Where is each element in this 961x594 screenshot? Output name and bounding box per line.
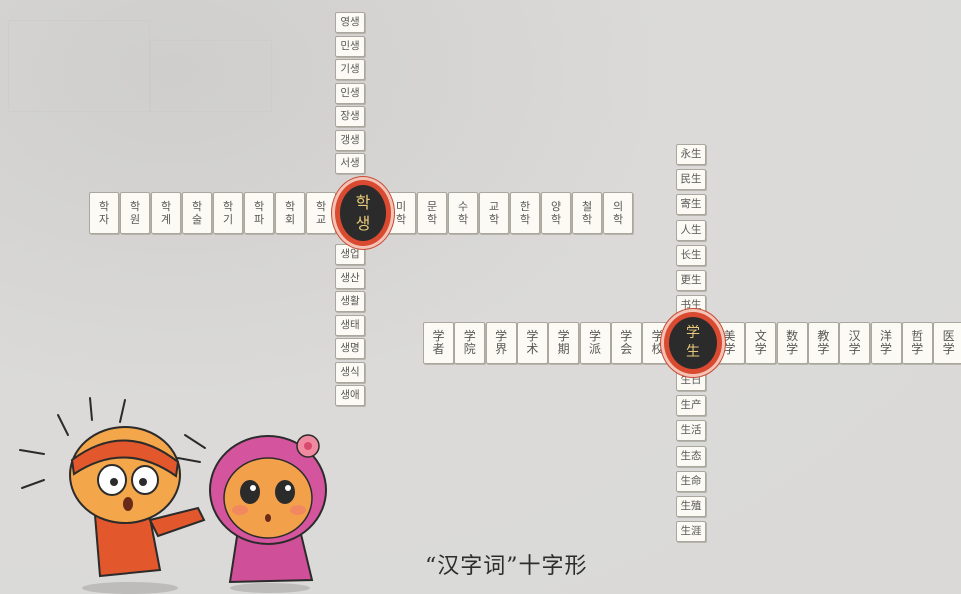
cross-tile-top: 장생	[335, 106, 365, 127]
chinese-center-tile: 学 生	[664, 312, 722, 374]
cross-tile-right: 文 学	[745, 322, 777, 364]
cross-tile-right: 철 학	[572, 192, 602, 234]
cross-tile-right: 洋 学	[870, 322, 902, 364]
cross-tile-right: 数 学	[776, 322, 808, 364]
cross-tile-right: 수 학	[448, 192, 478, 234]
cross-tile-left: 学 术	[516, 322, 548, 364]
cross-tile-bottom: 生殖	[676, 496, 706, 517]
cross-tile-left: 학 술	[182, 192, 212, 234]
cross-tile-right: 哲 学	[901, 322, 933, 364]
cross-tile-bottom: 생애	[335, 385, 365, 406]
cross-tile-top: 书生	[676, 295, 706, 317]
cross-tile-bottom: 생업	[335, 244, 365, 265]
cross-tile-top: 영생	[335, 12, 365, 33]
korean-center-tile: 학 생	[335, 180, 391, 246]
cross-tile-right: 교 학	[479, 192, 509, 234]
cross-tile-left: 학 파	[244, 192, 274, 234]
cross-tile-top: 寄生	[676, 194, 706, 216]
cross-tile-top: 민생	[335, 35, 365, 57]
cross-tile-left: 学 会	[610, 322, 642, 364]
cross-tile-left: 学 者	[423, 322, 454, 364]
cross-tile-left: 学 界	[485, 322, 517, 364]
cross-tile-right: 의 학	[603, 192, 633, 234]
background-faint-shape	[8, 20, 150, 112]
cross-tile-bottom: 生命	[676, 470, 706, 492]
cross-tile-bottom: 生活	[676, 420, 706, 442]
cross-tile-left: 학 교	[306, 192, 336, 234]
character-shadow	[82, 582, 178, 594]
cross-tile-bottom: 생산	[335, 267, 365, 289]
cross-tile-bottom: 生态	[676, 445, 706, 467]
caption-title: “汉字词”十字形	[425, 554, 588, 579]
cross-tile-bottom: 生涯	[676, 521, 706, 543]
cross-tile-right: 教 学	[807, 322, 839, 364]
cross-tile-top: 更生	[676, 270, 706, 291]
cross-tile-left: 学 院	[454, 322, 486, 364]
surprise-marks	[19, 397, 206, 489]
cross-tile-top: 长生	[676, 244, 706, 266]
cross-tile-left: 학 원	[120, 192, 150, 234]
cross-tile-left: 학 계	[151, 192, 181, 234]
cross-tile-left: 学 派	[579, 322, 611, 364]
cross-tile-right: 양 학	[541, 192, 571, 234]
cross-tile-right: 医 学	[933, 322, 961, 364]
cross-tile-left: 학 회	[275, 192, 305, 234]
cross-tile-top: 갱생	[335, 129, 365, 151]
cross-tile-top: 기생	[335, 59, 365, 80]
cross-tile-top: 人生	[676, 219, 706, 241]
cross-tile-bottom: 생명	[335, 338, 365, 359]
cross-tile-left: 학 기	[213, 192, 243, 234]
cross-tile-bottom: 生日	[676, 370, 706, 391]
cartoon-characters-illustration	[19, 397, 327, 594]
cross-tile-bottom: 생식	[335, 361, 365, 383]
cross-tile-left: 학 자	[89, 192, 119, 234]
cross-tile-top: 서생	[335, 153, 365, 174]
pink-hooded-girl-character	[209, 434, 327, 584]
cross-tile-bottom: 生产	[676, 395, 706, 417]
cross-tile-right: 汉 学	[839, 322, 871, 364]
cross-tile-bottom: 생활	[335, 291, 365, 312]
cross-tile-right: 한 학	[510, 192, 540, 234]
background-faint-shape	[150, 40, 272, 112]
cross-tile-right: 문 학	[417, 192, 447, 234]
cross-tile-top: 民生	[676, 169, 706, 191]
cross-tile-left: 学 期	[548, 322, 580, 364]
cross-tile-bottom: 생태	[335, 314, 365, 336]
cross-tile-top: 永生	[676, 144, 706, 165]
cross-tile-top: 인생	[335, 82, 365, 104]
character-shadow	[230, 583, 310, 593]
orange-boy-character	[69, 426, 206, 578]
